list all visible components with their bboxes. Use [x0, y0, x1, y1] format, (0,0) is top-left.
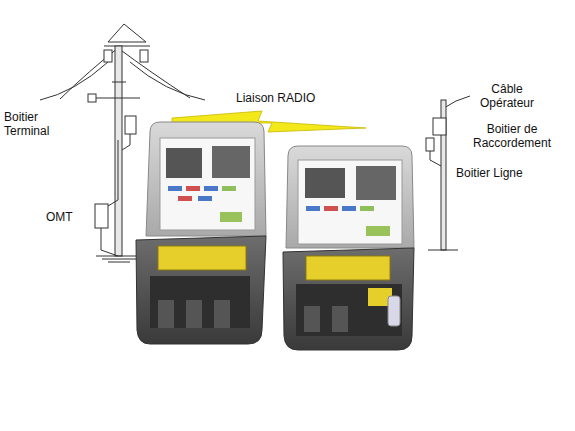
part-label: Boitier Ligne	[456, 166, 523, 180]
part-label: OMT	[46, 210, 73, 224]
terminal-device	[136, 122, 266, 344]
link-label: Liaison RADIO	[236, 91, 315, 105]
part-label: Boitier de Raccordement	[464, 122, 560, 150]
line-device	[283, 146, 414, 350]
part-label: Câble Opérateur	[474, 82, 540, 110]
part-label: Boitier Terminal	[4, 110, 62, 138]
